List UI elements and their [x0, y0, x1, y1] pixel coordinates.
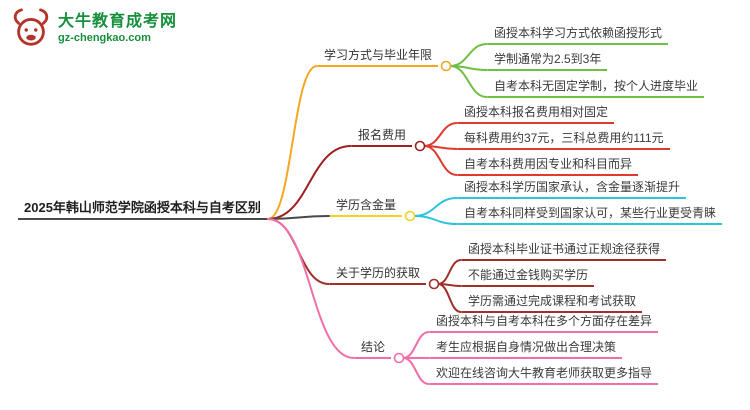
leaf-node[interactable]: 自考本科同样受到国家认可，某些行业更受青睐	[458, 205, 723, 225]
branch-degree-value[interactable]: 学历含金量	[330, 197, 403, 217]
leaf-node[interactable]: 自考本科费用因专业和科目而异	[458, 156, 639, 176]
leaf-node[interactable]: 函授本科学历国家承认，含金量逐渐提升	[458, 179, 687, 199]
connector-line	[449, 65, 488, 98]
central-topic[interactable]: 2025年韩山师范学院函授本科与自考区别	[18, 199, 267, 220]
connector-line	[402, 357, 430, 385]
connector-line	[266, 215, 330, 220]
leaf-node[interactable]: 函授本科报名费用相对固定	[458, 104, 615, 124]
brand-name: 大牛教育成考网	[58, 13, 178, 31]
bull-logo-icon	[13, 8, 49, 46]
leaf-node[interactable]: 学历需通过完成课程和考试获取	[462, 293, 643, 313]
connector-line	[266, 218, 355, 359]
brand-site-url: gz-chengkao.com	[58, 31, 151, 44]
leaf-node[interactable]: 函授本科与自考本科在多个方面存在差异	[430, 313, 659, 333]
leaf-node[interactable]: 欢迎在线咨询大牛教育老师获取更多指导	[430, 365, 659, 385]
leaf-node[interactable]: 函授本科学习方式依赖函授形式	[488, 25, 669, 45]
connector-line	[437, 283, 462, 313]
connector-line	[402, 331, 430, 359]
leaf-node[interactable]: 不能通过金钱购买学历	[462, 267, 595, 287]
connector-line	[413, 197, 458, 217]
connector-line	[266, 65, 318, 220]
connector-line	[437, 259, 462, 285]
leaf-node[interactable]: 学制通常为2.5到3年	[488, 51, 608, 71]
collapse-handle[interactable]	[440, 60, 452, 72]
leaf-node[interactable]: 考生应根据自身情况做出合理决策	[430, 339, 623, 359]
connector-line	[413, 215, 458, 225]
connector-line	[266, 145, 352, 220]
collapse-handle[interactable]	[404, 210, 416, 222]
branch-degree-acquisition[interactable]: 关于学历的获取	[330, 265, 427, 285]
connector-line	[423, 145, 458, 176]
collapse-handle[interactable]	[414, 140, 426, 152]
connector-line	[423, 122, 458, 147]
leaf-node[interactable]: 函授本科毕业证书通过正规途径获得	[462, 241, 667, 261]
collapse-handle[interactable]	[428, 278, 440, 290]
collapse-handle[interactable]	[393, 352, 405, 364]
connector-line	[449, 43, 488, 67]
leaf-node[interactable]: 自考本科无固定学制，按个人进度毕业	[488, 78, 705, 98]
branch-conclusion[interactable]: 结论	[355, 339, 392, 359]
brand-logo[interactable]: 大牛教育成考网 gz-chengkao.com	[10, 8, 177, 50]
leaf-node[interactable]: 每科费用约37元，三科总费用约111元	[458, 130, 670, 150]
branch-registration-fee[interactable]: 报名费用	[352, 127, 413, 147]
branch-study-mode[interactable]: 学习方式与毕业年限	[318, 47, 439, 67]
